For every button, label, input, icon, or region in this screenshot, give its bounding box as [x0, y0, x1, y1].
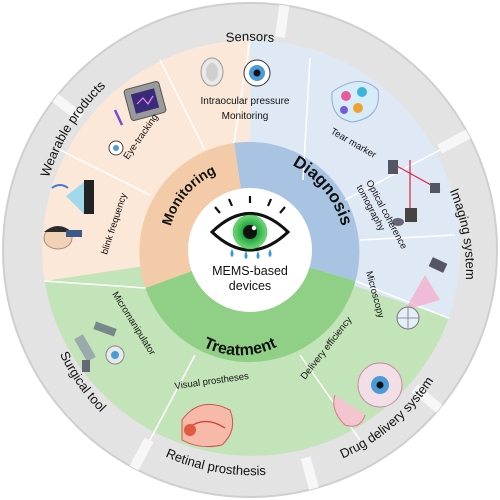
iop-label-line2: Monitoring	[222, 111, 269, 122]
outer-ring-divider	[437, 129, 471, 154]
blink-frequency-headset-icon	[43, 180, 94, 250]
micromanipulator-icon	[74, 321, 125, 372]
outer-ring-divider	[411, 384, 443, 413]
sensors-label: Sensors	[225, 29, 275, 45]
center-eye-icon	[209, 196, 291, 259]
eye-tracking-device-icon	[108, 81, 167, 156]
center-title-line1: MEMS-based	[212, 264, 288, 278]
outer-ring-divider	[300, 456, 319, 490]
outer-ring-divider	[274, 4, 290, 38]
segment-dividers	[44, 39, 456, 441]
retina-cross-section-icon	[181, 403, 234, 448]
outer-ring-dividers	[52, 4, 471, 490]
drug-delivery-eye-icon	[333, 362, 403, 427]
center-title-line2: devices	[229, 279, 271, 293]
microscopy-icon	[396, 257, 448, 330]
oct-system-icon	[388, 160, 441, 226]
tear-marker-icon	[331, 81, 379, 123]
outer-ring-divider	[52, 93, 84, 122]
iop-label-line1: Intraocular pressure	[201, 96, 290, 107]
outer-ring-divider	[129, 437, 154, 471]
iop-sensor-icon	[200, 57, 271, 87]
